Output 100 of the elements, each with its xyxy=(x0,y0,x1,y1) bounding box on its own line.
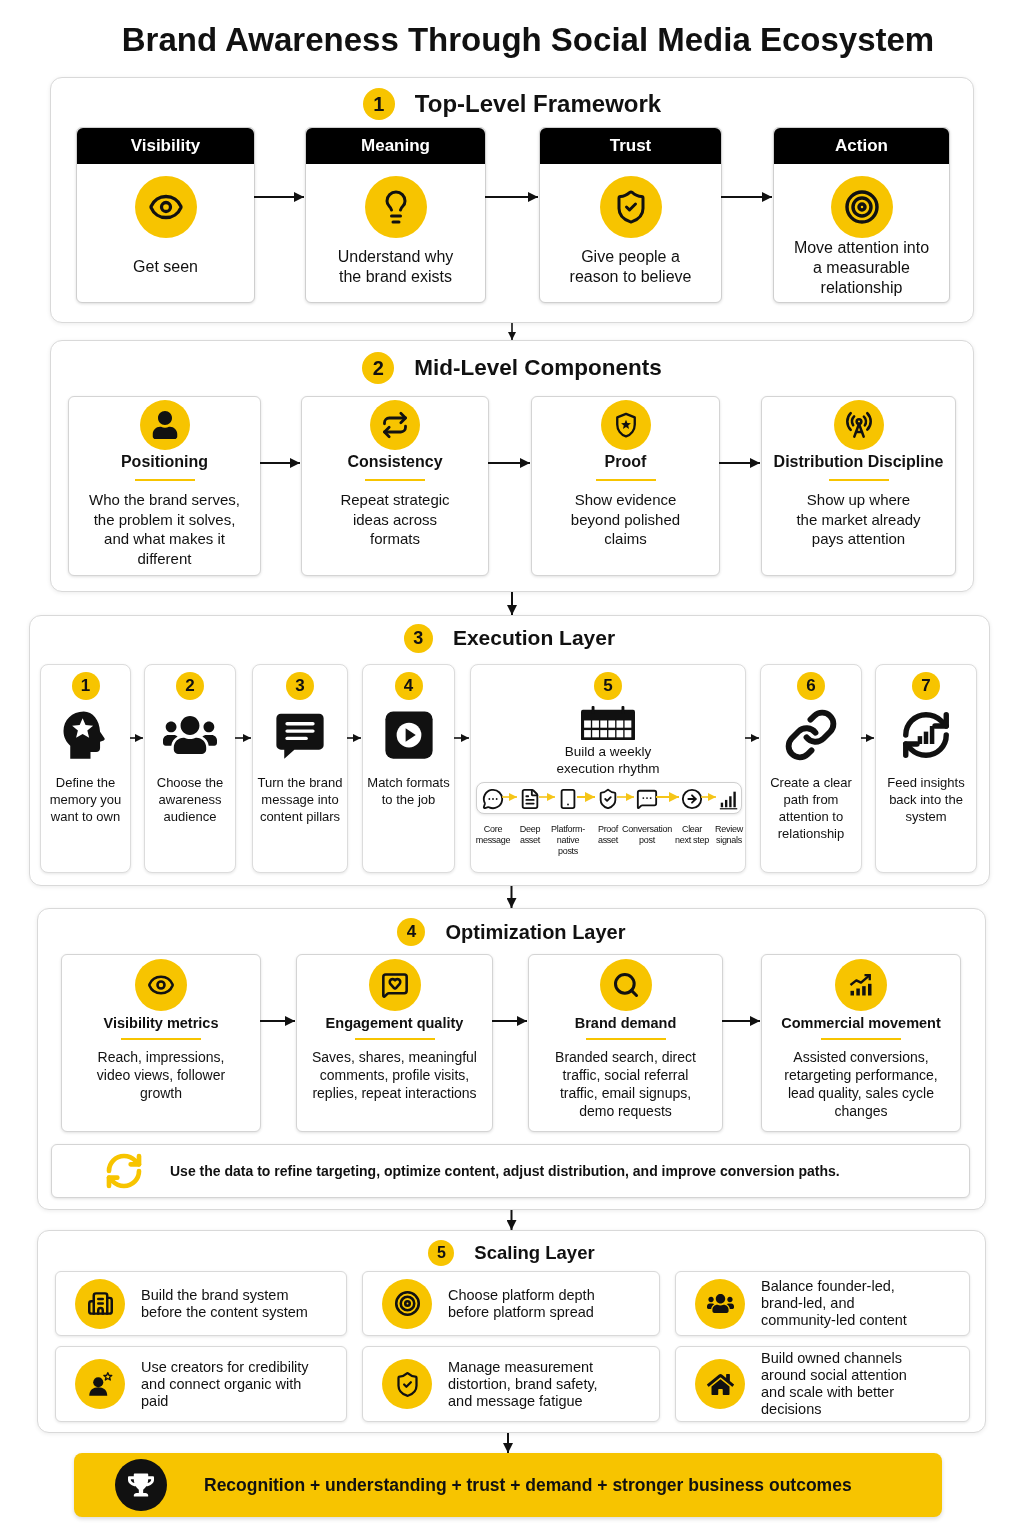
step-card xyxy=(875,664,977,873)
arrow xyxy=(655,792,680,802)
number-badge: 6 xyxy=(797,672,825,700)
section-panel xyxy=(29,615,990,886)
card-text: Repeat strategic ideas across formats xyxy=(339,490,451,549)
arrow xyxy=(484,192,539,202)
note-text: Use the data to refine targeting, optimize content, adjust distribution, and improve conversion paths. xyxy=(170,1162,840,1180)
metric-card xyxy=(761,954,961,1132)
metric-card xyxy=(61,954,261,1132)
card-header: Action xyxy=(774,128,949,164)
arrow xyxy=(501,793,518,801)
step-card xyxy=(470,664,746,873)
arrow xyxy=(576,792,596,802)
shield-check-icon xyxy=(597,788,619,810)
scaling-card xyxy=(362,1271,660,1336)
arrow-circle-icon xyxy=(681,788,703,810)
arrow xyxy=(720,192,773,202)
step-label: Review signals xyxy=(714,824,744,846)
card-text: Choose platform depth before platform spread xyxy=(448,1286,596,1321)
card-title: Positioning xyxy=(120,452,209,472)
number-badge: 3 xyxy=(403,624,433,653)
scaling-card xyxy=(55,1346,347,1422)
arrow xyxy=(744,734,760,742)
card-title: Consistency xyxy=(347,452,443,472)
card-text: Who the brand serves, the problem it solves, and what makes it different xyxy=(88,490,241,568)
arrow xyxy=(259,1016,296,1026)
title: Brand Awareness Through Social Media Ecosystem xyxy=(120,20,936,60)
step-text: Feed insights back into the system xyxy=(886,774,966,825)
card-header: Meaning xyxy=(306,128,485,164)
number-badge: 1 xyxy=(362,88,395,120)
section-panel xyxy=(37,908,986,1210)
feedback-banner xyxy=(51,1144,970,1198)
card-text: Build the brand system before the content system xyxy=(141,1286,309,1321)
step-card xyxy=(362,664,455,873)
card-text: Understand why the brand exists xyxy=(336,247,455,287)
step-label: Proof asset xyxy=(596,824,620,846)
arrow xyxy=(506,885,517,909)
card-text: Use creators for credibility and connect organic with paid xyxy=(141,1358,310,1410)
arrow xyxy=(234,734,252,742)
framework-card xyxy=(773,127,950,303)
arrow xyxy=(453,734,470,742)
step-text: Match formats to the job xyxy=(366,774,451,808)
arrow xyxy=(507,591,517,616)
step-card xyxy=(760,664,862,873)
section-title: Scaling Layer xyxy=(474,1241,595,1265)
number-badge: 4 xyxy=(397,918,426,946)
card-text: Manage measurement distortion, brand safety, and message fatigue xyxy=(448,1358,599,1410)
card-text: Assisted conversions, retargeting performance, lead quality, sales cycle changes xyxy=(783,1048,939,1120)
metric-card xyxy=(296,954,493,1132)
arrow xyxy=(487,458,531,468)
card-text: Build owned channels around social attention and scale with better decisions xyxy=(761,1350,908,1418)
arrow xyxy=(346,734,362,742)
card-text: Show up where the market already pays attention xyxy=(795,490,922,549)
step-text: Turn the brand message into content pillars xyxy=(256,774,344,825)
arrow xyxy=(721,1016,761,1026)
scaling-card xyxy=(55,1271,347,1336)
card-title: Proof xyxy=(604,452,647,472)
scaling-card xyxy=(675,1346,970,1422)
step-text: Build a weekly execution rhythm xyxy=(555,743,661,777)
metric-card xyxy=(528,954,723,1132)
number-badge: 5 xyxy=(594,672,622,700)
arrow xyxy=(253,192,305,202)
card-text: Move attention into a measurable relationship xyxy=(792,238,931,298)
step-label: Conversation post xyxy=(621,824,673,846)
scaling-card xyxy=(675,1271,970,1336)
number-badge: 4 xyxy=(394,672,423,700)
arrow xyxy=(860,734,875,742)
component-card xyxy=(531,396,720,576)
step-card xyxy=(144,664,236,873)
card-text: Reach, impressions, video views, follower growth xyxy=(95,1048,227,1102)
card-header: Trust xyxy=(540,128,721,164)
number-badge: 2 xyxy=(176,672,204,700)
step-label: Clear next step xyxy=(673,824,711,846)
card-title: Commercial movement xyxy=(781,1014,941,1032)
step-text: Create a clear path from attention to relationship xyxy=(769,774,853,842)
card-title: Visibility metrics xyxy=(103,1014,219,1032)
card-title: Brand demand xyxy=(574,1014,677,1032)
section-title: Optimization Layer xyxy=(445,919,626,945)
component-card xyxy=(761,396,956,576)
outcome-banner xyxy=(74,1453,942,1517)
outcome-text: Recognition + understanding + trust + demand + stronger business outcomes xyxy=(204,1474,852,1496)
step-label: Core message xyxy=(474,824,512,846)
section-panel xyxy=(50,340,974,592)
arrow xyxy=(538,793,556,801)
card-text: Get seen xyxy=(133,257,198,277)
number-badge: 5 xyxy=(428,1240,455,1266)
component-card xyxy=(301,396,489,576)
arrow xyxy=(506,1209,517,1231)
section-title: Execution Layer xyxy=(452,625,616,652)
step-card xyxy=(40,664,131,873)
section-title: Mid-Level Components xyxy=(414,353,662,382)
arrow xyxy=(616,793,635,801)
number-badge: 2 xyxy=(362,352,395,384)
arrow xyxy=(129,734,144,742)
card-text: Show evidence beyond polished claims xyxy=(569,490,682,549)
card-text: Saves, shares, meaningful comments, profile visits, replies, repeat interactions xyxy=(311,1048,478,1102)
step-label: Deep asset xyxy=(518,824,542,846)
step-text: Choose the awareness audience xyxy=(155,774,225,825)
card-title: Distribution Discipline xyxy=(773,452,944,472)
arrow xyxy=(700,793,717,801)
